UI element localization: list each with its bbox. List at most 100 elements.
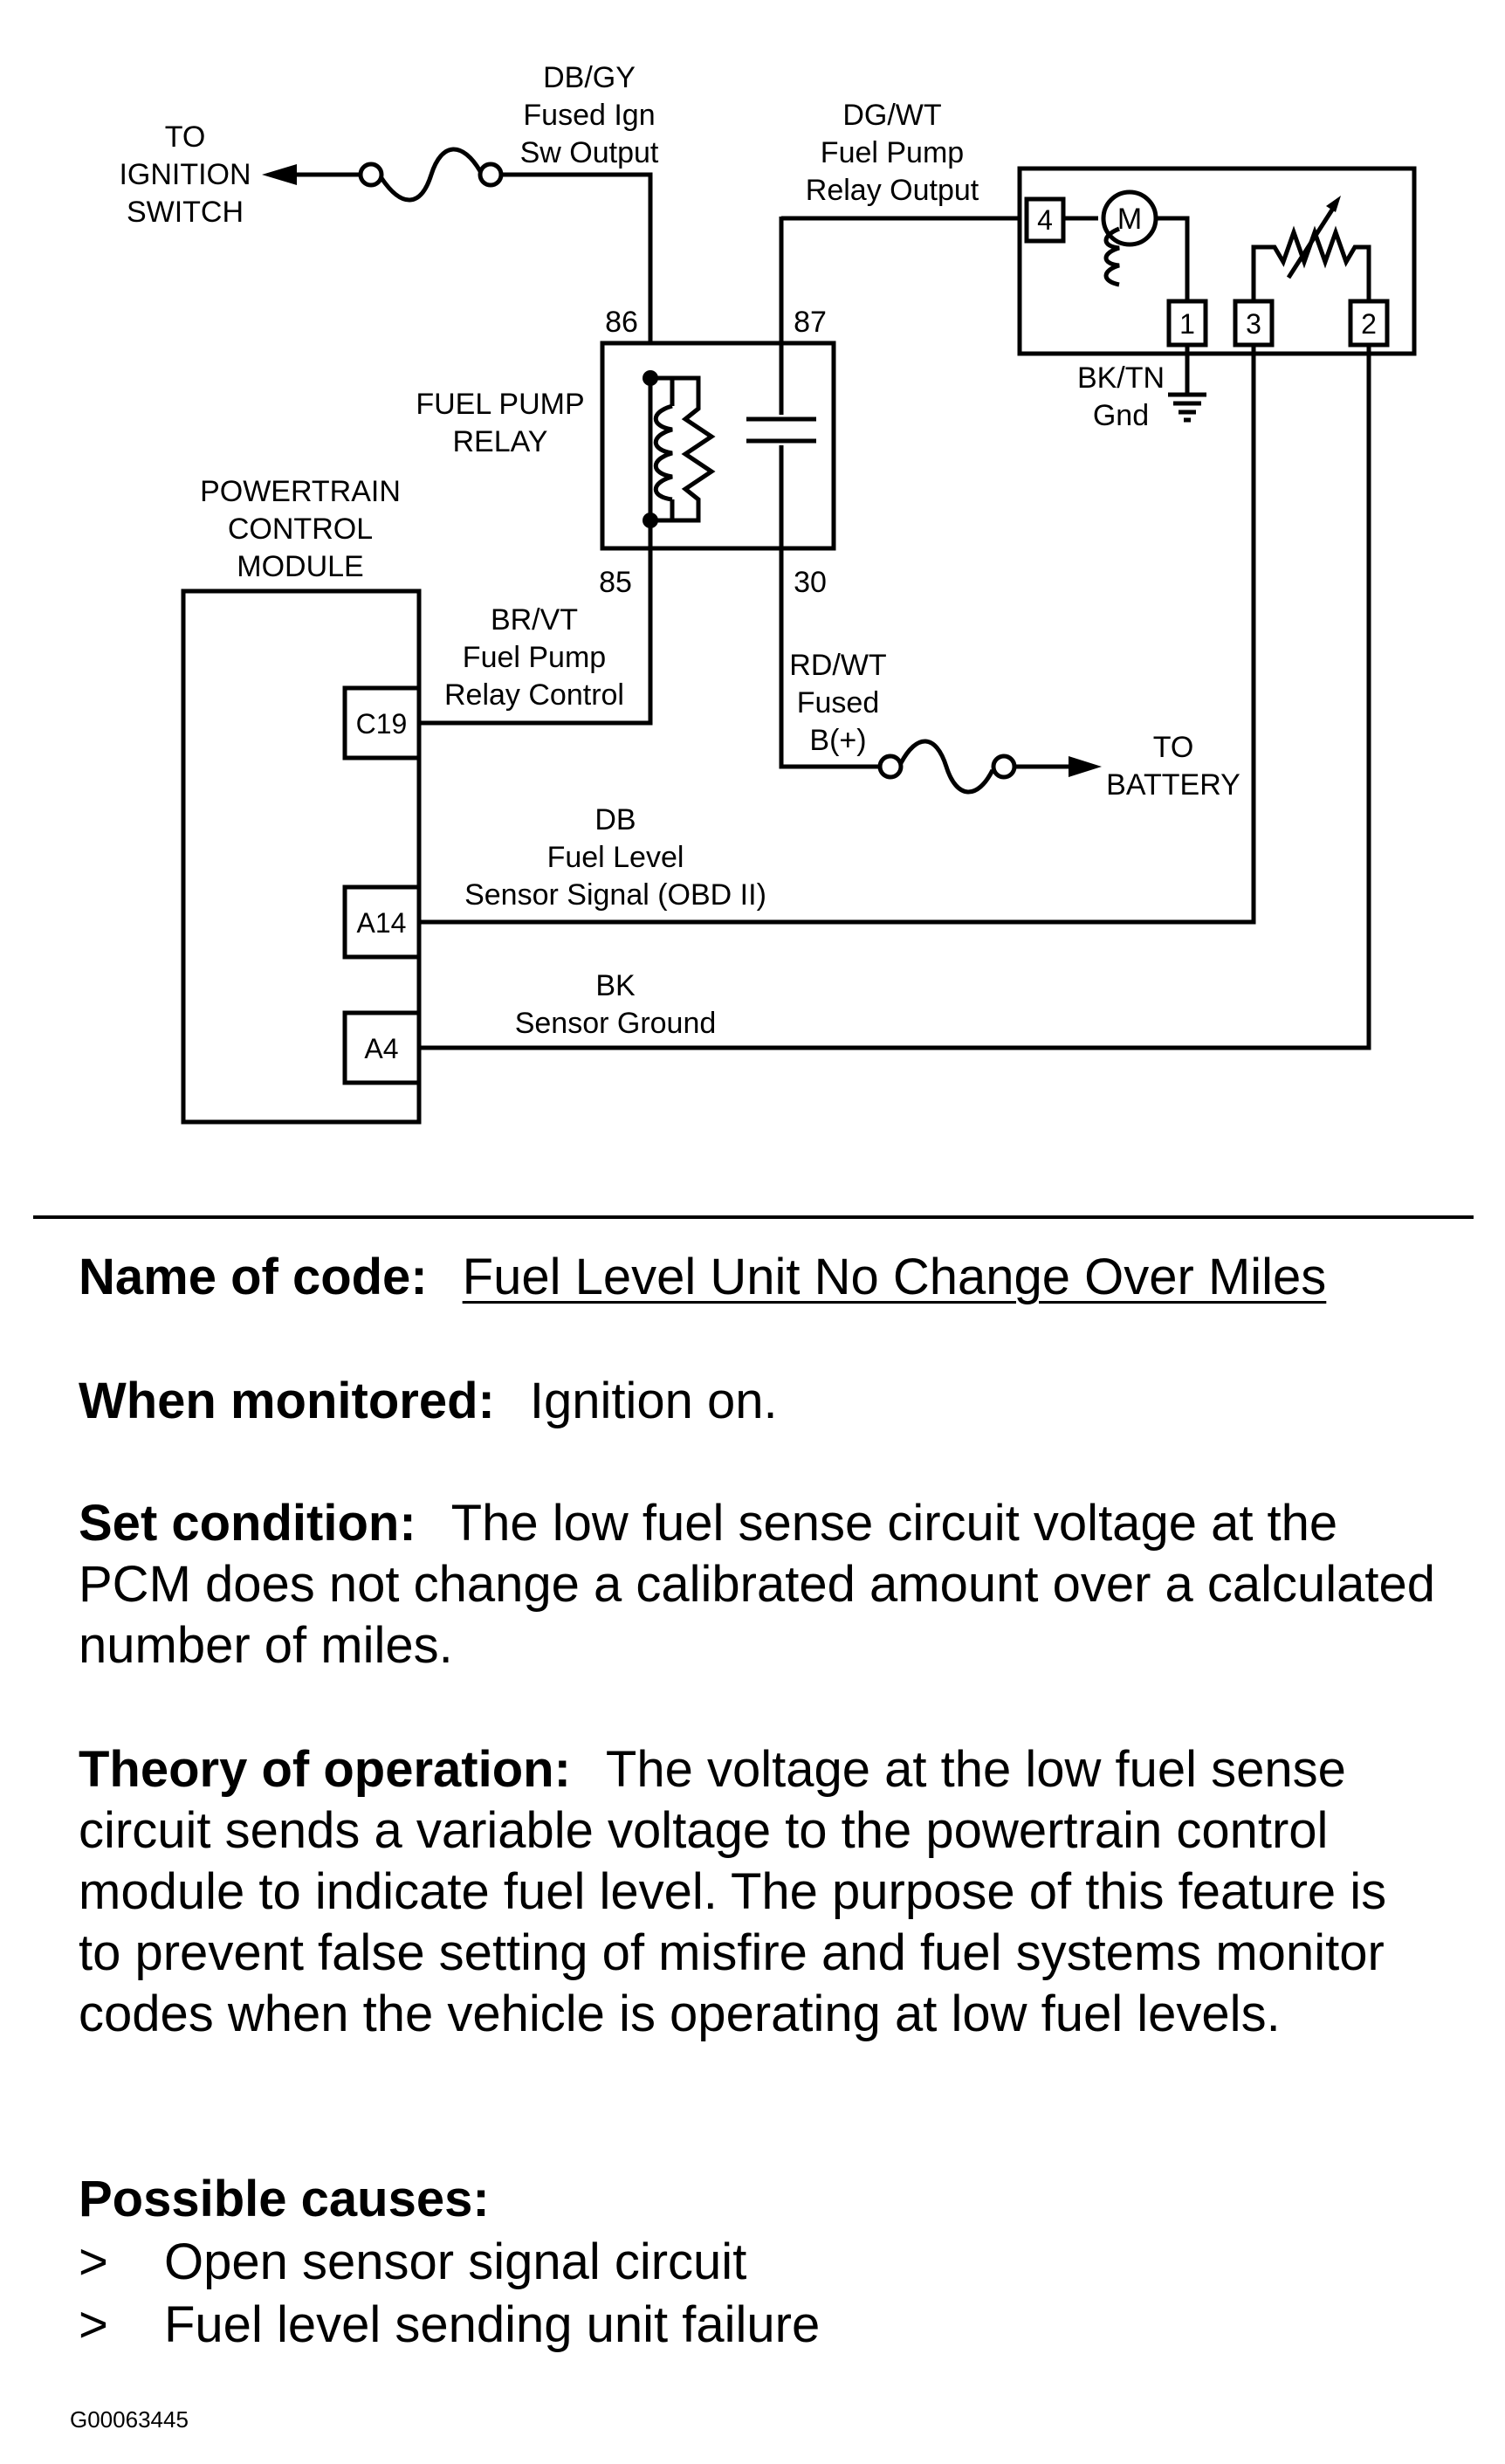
svg-text:TO: TO — [165, 120, 206, 154]
theory-paragraph: Theory of operation:The voltage at the l… — [79, 1739, 1440, 2045]
sender-pin-4: 4 — [1024, 196, 1066, 244]
svg-text:Sensor Signal (OBD II): Sensor Signal (OBD II) — [464, 878, 766, 912]
possible-causes-heading: Possible causes: — [79, 2169, 1440, 2230]
when-monitored-row: When monitored: Ignition on. — [79, 1371, 1440, 1432]
cause-text: Open sensor signal circuit — [164, 2233, 747, 2290]
svg-text:Fuel Pump: Fuel Pump — [821, 136, 964, 169]
battery-wire-label: RD/WT Fused B(+) — [789, 649, 886, 757]
when-monitored-value: Ignition on. — [529, 1373, 778, 1429]
svg-text:Sensor Ground: Sensor Ground — [515, 1007, 717, 1040]
pcm-pin-a4: A4 — [342, 1010, 422, 1085]
svg-text:4: 4 — [1037, 204, 1053, 236]
pump-wire-label: DG/WT Fuel Pump Relay Output — [806, 99, 979, 207]
wiring-diagram: TO IGNITION SWITCH DB/GY Fused Ign Sw Ou… — [119, 61, 1417, 1125]
svg-text:Fused: Fused — [797, 686, 880, 719]
ignition-switch-label: TO IGNITION SWITCH — [119, 120, 251, 229]
relay-label: FUEL PUMP RELAY — [416, 388, 584, 458]
ign-wire-label: DB/GY Fused Ign Sw Output — [520, 61, 659, 169]
svg-text:RELAY: RELAY — [453, 425, 548, 458]
possible-causes-label: Possible causes: — [79, 2171, 490, 2227]
pcm-pin-a14: A14 — [342, 884, 422, 960]
svg-text:DG/WT: DG/WT — [842, 99, 941, 132]
code-name-label: Name of code: — [79, 1249, 428, 1305]
control-wire-label: BR/VT Fuel Pump Relay Control — [444, 603, 624, 712]
svg-text:BK/TN: BK/TN — [1077, 361, 1165, 395]
svg-text:M: M — [1117, 203, 1142, 236]
theory-text: The voltage at the low fuel sense circui… — [79, 1741, 1387, 2042]
svg-text:RD/WT: RD/WT — [789, 649, 886, 682]
relay-pin-labels: 86 87 85 30 — [599, 306, 827, 599]
cause-item: > Fuel level sending unit failure — [79, 2295, 820, 2356]
svg-text:Fuel Pump: Fuel Pump — [463, 641, 606, 674]
svg-text:C19: C19 — [356, 708, 408, 740]
fuel-pump-motor-icon: M — [1101, 189, 1158, 287]
svg-text:2: 2 — [1361, 308, 1377, 340]
pcm-label: POWERTRAIN CONTROL MODULE — [200, 475, 401, 583]
svg-text:BATTERY: BATTERY — [1106, 768, 1240, 802]
set-condition-label: Set condition: — [79, 1495, 416, 1552]
section-divider — [33, 1215, 1474, 1219]
svg-text:87: 87 — [794, 306, 827, 339]
ground-icon — [1168, 392, 1206, 423]
svg-text:Gnd: Gnd — [1093, 399, 1149, 432]
battery-label: TO BATTERY — [1106, 731, 1240, 802]
svg-text:1: 1 — [1179, 308, 1195, 340]
svg-text:FUEL PUMP: FUEL PUMP — [416, 388, 584, 421]
svg-text:86: 86 — [605, 306, 638, 339]
motor-ground-wire — [1156, 216, 1190, 301]
svg-text:B(+): B(+) — [809, 724, 866, 757]
svg-text:TO: TO — [1153, 731, 1194, 764]
pcm-pin-c19: C19 — [342, 685, 422, 761]
relay-coil-icon — [643, 370, 716, 548]
cause-marker: > — [79, 2296, 108, 2353]
svg-text:DB: DB — [594, 803, 636, 836]
svg-text:CONTROL: CONTROL — [228, 513, 373, 546]
svg-text:Sw Output: Sw Output — [520, 136, 659, 169]
svg-text:Fused Ign: Fused Ign — [523, 99, 655, 132]
code-name-value: Fuel Level Unit No Change Over Miles — [462, 1249, 1327, 1305]
cause-marker: > — [79, 2233, 108, 2290]
ground-label: BK/TN Gnd — [1077, 361, 1165, 432]
figure-id: G00063445 — [70, 2406, 189, 2433]
sensor-ground-wire — [419, 345, 1371, 1050]
svg-text:Relay Control: Relay Control — [444, 678, 624, 712]
when-monitored-label: When monitored: — [79, 1373, 495, 1429]
svg-text:A14: A14 — [357, 907, 407, 939]
ignition-arrowhead — [262, 164, 297, 185]
svg-text:MODULE: MODULE — [237, 550, 363, 583]
fuel-pump-sender-module — [1017, 166, 1417, 356]
ign-output-wire — [501, 172, 653, 343]
set-condition-paragraph: Set condition:The low fuel sense circuit… — [79, 1493, 1440, 1676]
fuel-level-signal-wire — [419, 345, 1256, 925]
battery-wire — [779, 548, 880, 769]
ignition-fuse-icon — [358, 147, 504, 203]
sender-pin-3: 3 — [1233, 299, 1275, 348]
svg-text:POWERTRAIN: POWERTRAIN — [200, 475, 401, 508]
sender-pin-1: 1 — [1166, 299, 1208, 348]
fuel-pump-relay-box — [600, 341, 836, 551]
svg-text:3: 3 — [1246, 308, 1261, 340]
sender-pin-2: 2 — [1348, 299, 1390, 348]
svg-text:BR/VT: BR/VT — [491, 603, 578, 637]
svg-text:Relay Output: Relay Output — [806, 174, 979, 207]
svg-text:85: 85 — [599, 566, 632, 599]
svg-text:DB/GY: DB/GY — [543, 61, 636, 94]
battery-arrowhead — [1069, 756, 1102, 777]
set-condition-text: The low fuel sense circuit voltage at th… — [79, 1495, 1436, 1674]
svg-text:BK: BK — [595, 969, 636, 1002]
svg-text:30: 30 — [794, 566, 827, 599]
cause-text: Fuel level sending unit failure — [164, 2296, 821, 2353]
battery-fuse-icon — [877, 739, 1017, 795]
svg-text:IGNITION: IGNITION — [119, 158, 251, 191]
svg-text:Fuel Level: Fuel Level — [547, 841, 684, 874]
svg-text:A4: A4 — [364, 1033, 398, 1064]
fuel-level-sensor-resistor-icon — [1251, 196, 1371, 301]
theory-label: Theory of operation: — [79, 1741, 571, 1798]
cause-item: > Open sensor signal circuit — [79, 2232, 746, 2293]
code-name-row: Name of code: Fuel Level Unit No Change O… — [79, 1247, 1440, 1308]
svg-text:SWITCH: SWITCH — [127, 196, 244, 229]
relay-control-wire — [419, 548, 653, 726]
pcm-box — [181, 588, 422, 1125]
sensor-ground-wire-label: BK Sensor Ground — [515, 969, 717, 1040]
pump-output-wire — [779, 216, 1020, 221]
